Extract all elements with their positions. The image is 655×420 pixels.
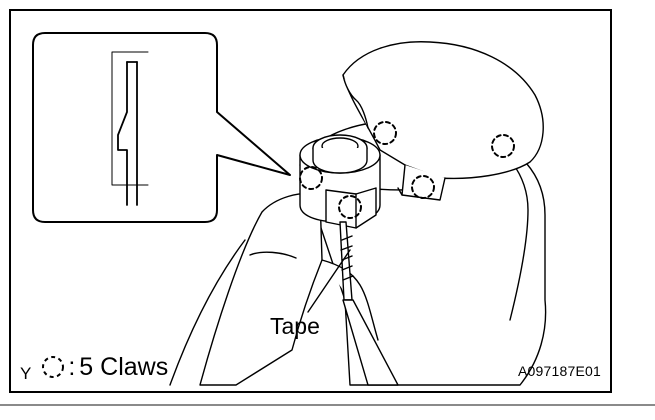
claw-marker	[491, 134, 515, 158]
claw-marker	[373, 121, 397, 145]
detail-inset	[32, 32, 291, 223]
claw-marker-icon	[42, 356, 65, 378]
connector	[299, 134, 381, 229]
legend-text: 5 Claws	[79, 353, 169, 381]
tape-label: Tape	[270, 313, 320, 339]
legend: Y : 5 Claws	[20, 353, 169, 383]
cover-plate	[342, 41, 544, 201]
claw-markers	[299, 121, 515, 219]
claw-marker	[299, 166, 323, 190]
legend-prefix: Y	[20, 364, 32, 383]
claw-marker	[338, 195, 362, 219]
divider-line	[0, 404, 655, 406]
claw-marker	[411, 175, 435, 199]
screwdriver	[339, 221, 399, 386]
legend-separator: :	[68, 353, 76, 381]
tape-leader-line	[307, 249, 351, 313]
figure-code: A097187E01	[518, 363, 601, 379]
